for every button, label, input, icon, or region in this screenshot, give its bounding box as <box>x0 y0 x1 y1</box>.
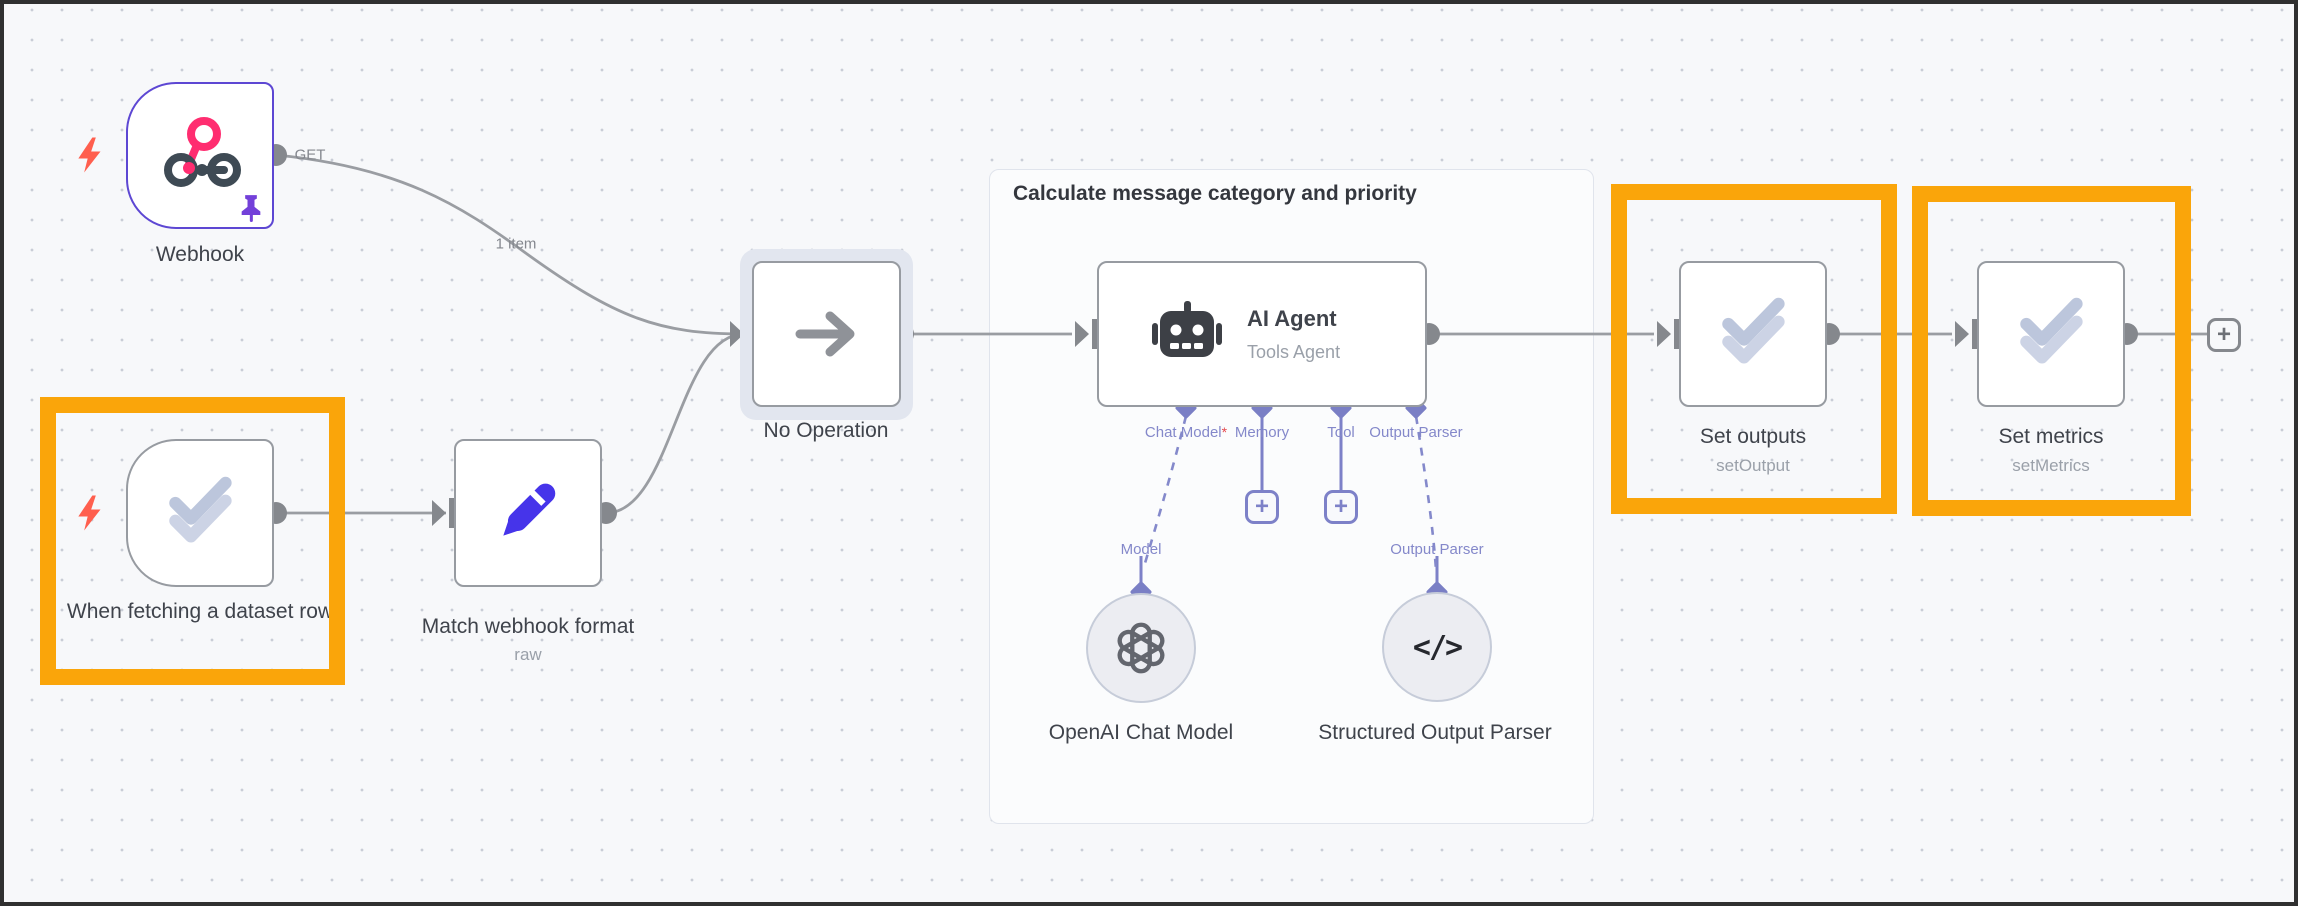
port-label-output-parser: Output Parser <box>1369 424 1463 441</box>
openai-model-label: OpenAI Chat Model <box>1048 721 1234 744</box>
edge-webhook-to-noop <box>275 153 745 336</box>
edge-agent-to-model <box>1141 415 1188 571</box>
ai-agent-node[interactable] <box>1097 261 1427 407</box>
double-check-icon <box>2020 297 2083 364</box>
port-label-tool: Tool <box>1327 424 1355 441</box>
robot-icon <box>1152 301 1222 357</box>
ai-agent-subtitle: Tools Agent <box>1247 342 1341 362</box>
openai-model-node[interactable] <box>1086 593 1196 703</box>
structured-parser-label: Structured Output Parser <box>1318 721 1552 744</box>
pin-icon <box>241 195 261 222</box>
group-title: Calculate message category and priority <box>1013 182 1417 205</box>
edge-match-to-noop <box>605 332 745 515</box>
edge-agent-to-parser <box>1414 415 1438 571</box>
ai-agent-title: AI Agent <box>1247 306 1337 331</box>
set-outputs-subtitle: setOutput <box>1716 456 1790 475</box>
add-next-node-button[interactable]: + <box>2207 318 2241 352</box>
webhook-method-label: GET <box>294 146 326 164</box>
set-metrics-subtitle: setMetrics <box>2012 456 2090 475</box>
add-tool-button[interactable]: + <box>1324 490 1358 524</box>
add-memory-button[interactable]: + <box>1245 490 1279 524</box>
webhook-node-label: Webhook <box>155 243 245 266</box>
items-count-label: 1 item <box>495 235 537 253</box>
model-port-label: Model <box>1120 541 1162 558</box>
openai-logo-icon <box>1117 622 1165 674</box>
set-outputs-label: Set outputs <box>1699 425 1807 448</box>
set-outputs-node[interactable] <box>1679 261 1827 407</box>
arrow-right-icon <box>795 311 855 357</box>
double-check-icon <box>1722 297 1785 364</box>
match-format-subtitle: raw <box>514 645 542 664</box>
trigger-bolt-icon <box>78 495 101 531</box>
webhook-icon <box>164 117 241 187</box>
pencil-icon <box>503 483 556 536</box>
set-metrics-label: Set metrics <box>1998 425 2104 448</box>
double-check-icon <box>169 476 232 543</box>
port-label-chat-model: Chat Model* <box>1144 424 1228 441</box>
parser-port-label: Output Parser <box>1390 541 1484 558</box>
structured-parser-node[interactable]: </> <box>1382 592 1492 702</box>
trigger-bolt-icon <box>78 137 101 173</box>
code-brackets-icon: </> <box>1412 629 1463 665</box>
connections-layer <box>265 144 2207 603</box>
match-format-label: Match webhook format <box>421 615 635 638</box>
port-label-memory: Memory <box>1234 424 1290 441</box>
dataset-trigger-label: When fetching a dataset row <box>66 600 334 623</box>
canvas-dot-grid[interactable]: Calculate message category and priority <box>4 4 2294 902</box>
noop-label: No Operation <box>763 419 889 442</box>
